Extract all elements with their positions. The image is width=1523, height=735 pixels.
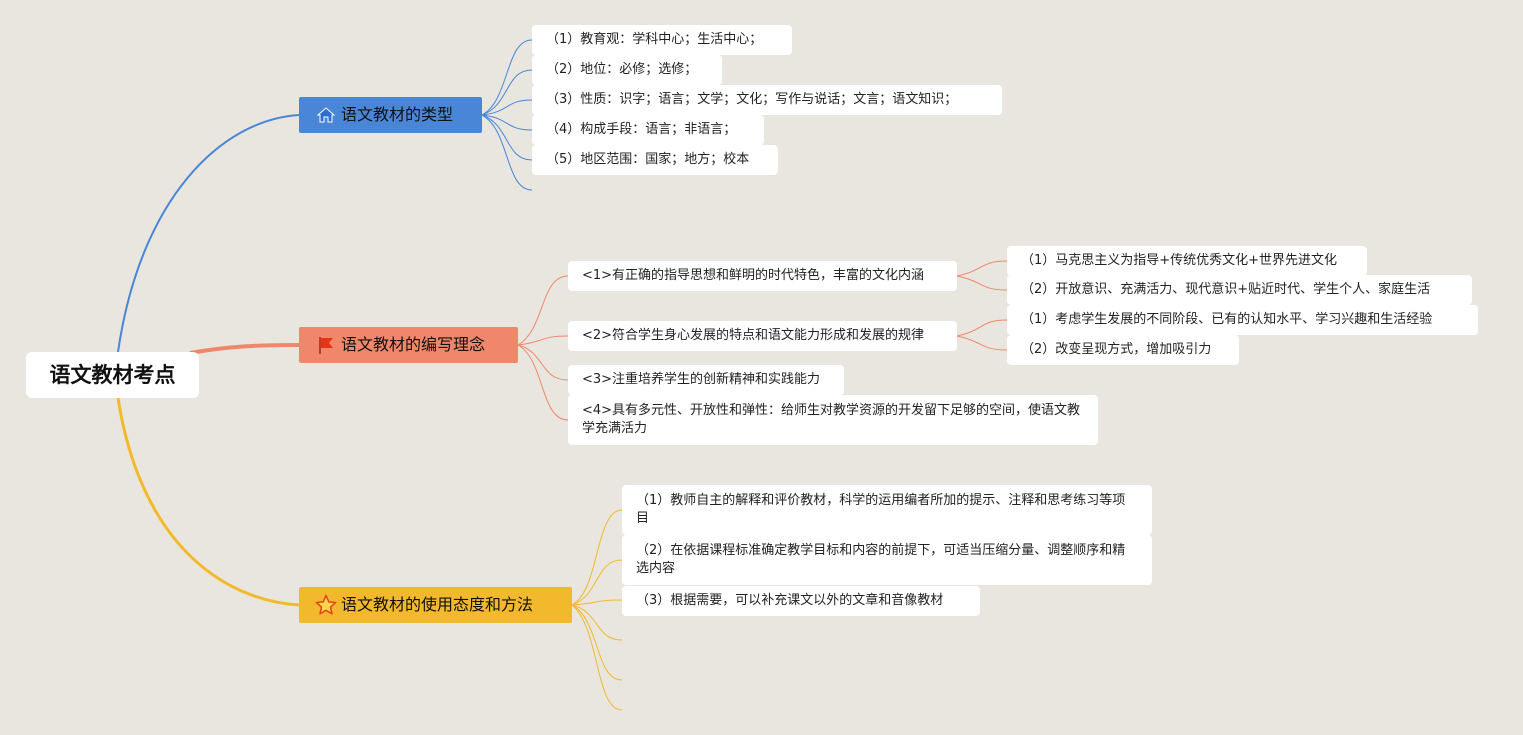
home-icon (315, 104, 337, 126)
principle-item-1[interactable]: <1>有正确的指导思想和鲜明的时代特色，丰富的文化内涵 (568, 261, 957, 291)
type-item-4[interactable]: （4）构成手段：语言；非语言； (532, 115, 764, 145)
principle-item-4[interactable]: <4>具有多元性、开放性和弹性：给师生对教学资源的开发留下足够的空间，使语文教学… (568, 395, 1098, 445)
principle-1-sub-2[interactable]: （2）开放意识、充满活力、现代意识+贴近时代、学生个人、家庭生活 (1007, 275, 1472, 305)
star-icon (315, 594, 337, 616)
principle-item-2[interactable]: <2>符合学生身心发展的特点和语文能力形成和发展的规律 (568, 321, 957, 351)
type-item-5[interactable]: （5）地区范围：国家；地方；校本 (532, 145, 778, 175)
links-type-children (481, 39, 533, 191)
link-root-principle (189, 343, 300, 355)
principle-item-3[interactable]: <3>注重培养学生的创新精神和实践能力 (568, 365, 844, 395)
root-topic[interactable]: 语文教材考点 (26, 352, 199, 398)
principle-1-sub-1[interactable]: （1）马克思主义为指导+传统优秀文化+世界先进文化 (1007, 246, 1367, 276)
branch-textbook-types[interactable]: 语文教材的类型 (299, 97, 482, 133)
principle-2-sub-2[interactable]: （2）改变呈现方式，增加吸引力 (1007, 335, 1239, 365)
branch-label: 语文教材的编写理念 (341, 335, 486, 354)
links-usage-children (571, 509, 623, 711)
type-item-2[interactable]: （2）地位：必修；选修； (532, 55, 722, 85)
usage-item-2[interactable]: （2）在依据课程标准确定教学目标和内容的前提下，可适当压缩分量、调整顺序和精选内… (622, 535, 1152, 585)
branch-compilation-principles[interactable]: 语文教材的编写理念 (299, 327, 518, 363)
branch-label: 语文教材的类型 (341, 105, 454, 124)
branch-usage-attitude-methods[interactable]: 语文教材的使用态度和方法 (299, 587, 572, 623)
type-item-1[interactable]: （1）教育观：学科中心；生活中心； (532, 25, 792, 55)
flag-icon (315, 334, 337, 356)
link-root-usage (116, 397, 300, 607)
type-item-3[interactable]: （3）性质：识字；语言；文学；文化；写作与说话；文言；语文知识； (532, 85, 1002, 115)
usage-item-1[interactable]: （1）教师自主的解释和评价教材，科学的运用编者所加的提示、注释和思考练习等项目 (622, 485, 1152, 535)
link-root-type (117, 114, 300, 353)
links-principle-children (517, 260, 1008, 421)
branch-label: 语文教材的使用态度和方法 (341, 595, 534, 614)
principle-2-sub-1[interactable]: （1）考虑学生发展的不同阶段、已有的认知水平、学习兴趣和生活经验 (1007, 305, 1478, 335)
usage-item-3[interactable]: （3）根据需要，可以补充课文以外的文章和音像教材 (622, 586, 980, 616)
